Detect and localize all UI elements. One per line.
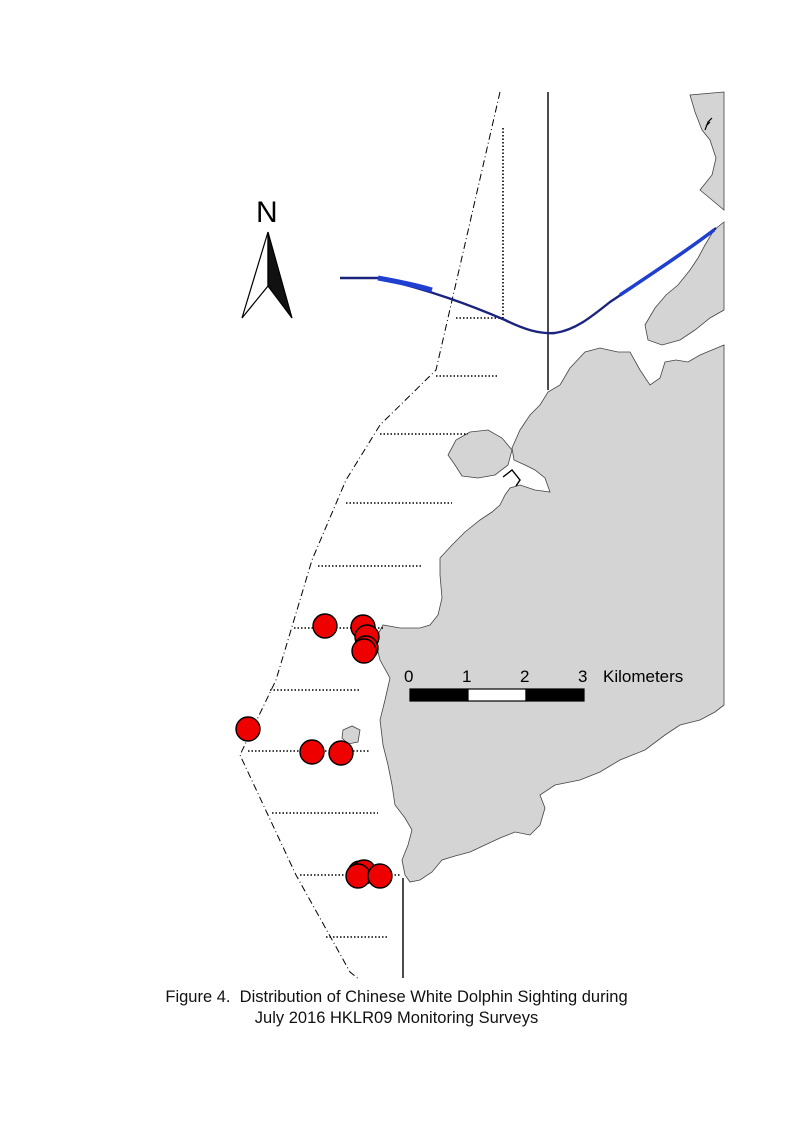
dolphin-sighting-marker (345, 863, 371, 889)
survey-boundary-line (239, 91, 501, 981)
dolphin-sighting-marker (312, 613, 338, 639)
scale-tick-1: 1 (462, 667, 471, 686)
land-bay-detail (704, 117, 713, 131)
scale-tick-3: 3 (578, 667, 587, 686)
scale-segment-3 (525, 688, 585, 702)
land-islet-small (341, 725, 361, 745)
scale-bar: 0 1 2 3 Kilometers (404, 667, 683, 702)
north-arrow-label: N (256, 196, 278, 229)
bridge-route-highlight (619, 228, 716, 297)
land-north-peninsula (689, 91, 725, 211)
route-layer (340, 227, 717, 335)
land-islet-north (447, 429, 513, 479)
dolphin-sighting-marker (299, 739, 325, 765)
land-pier-detail (502, 469, 521, 487)
dolphin-sighting-marker (367, 863, 393, 889)
survey-boundary (239, 91, 501, 981)
north-arrow-right-half (267, 231, 293, 319)
dolphin-sighting-marker (328, 740, 354, 766)
sightings-layer (235, 613, 393, 889)
north-arrow: N (241, 196, 293, 319)
land-layer (341, 91, 725, 883)
caption-line-1: Figure 4. Distribution of Chinese White … (165, 988, 628, 1006)
figure-caption: Figure 4. Distribution of Chinese White … (0, 987, 793, 1029)
bridge-route-highlight (377, 275, 433, 293)
scale-segment-2 (467, 688, 527, 702)
scale-tick-2: 2 (520, 667, 529, 686)
land-island-east (644, 221, 725, 346)
dolphin-sighting-marker (351, 638, 377, 664)
land-mainland (374, 344, 725, 883)
scale-tick-0: 0 (404, 667, 413, 686)
dolphin-sighting-marker (235, 716, 261, 742)
scale-unit-label: Kilometers (603, 667, 683, 686)
caption-line-2: July 2016 HKLR09 Monitoring Surveys (254, 1009, 539, 1027)
scale-segment-1 (409, 688, 469, 702)
reference-lines (402, 92, 549, 978)
north-arrow-left-half (241, 231, 269, 319)
